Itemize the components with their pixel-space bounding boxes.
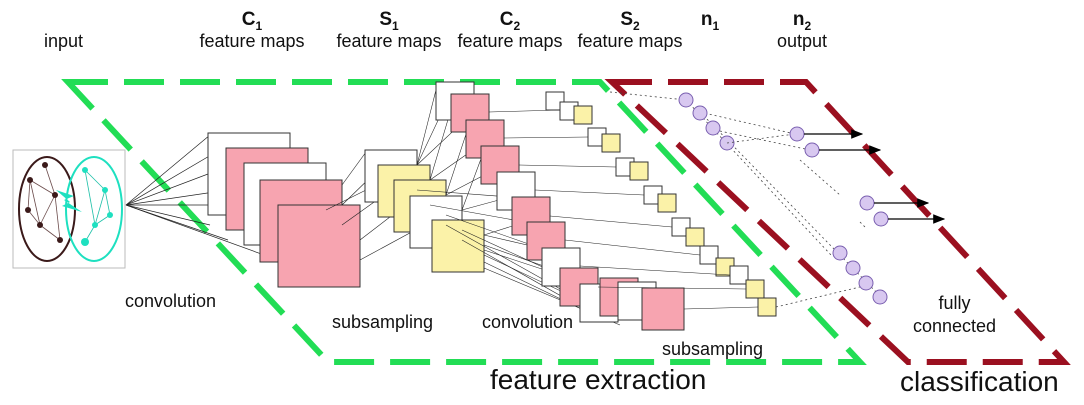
feature-extraction-label: feature extraction: [490, 364, 707, 395]
c2-header: C2 feature maps: [457, 9, 563, 52]
c1-header: C1 feature maps: [199, 9, 305, 52]
n1-neurons: [678, 92, 888, 305]
n2-output-neurons: [789, 126, 946, 227]
s1-feature-maps: [364, 149, 485, 273]
conv2-label: convolution: [482, 312, 574, 332]
sub2-label: subsampling: [662, 339, 764, 359]
c1-feature-maps: [207, 132, 361, 288]
n1-header: n1: [700, 9, 720, 33]
sub1-label: subsampling: [332, 312, 434, 332]
c2-to-s2-connections: [488, 109, 759, 310]
classification-region: [604, 79, 1071, 365]
n2-header: n2 output: [776, 9, 828, 52]
conv1-label: convolution: [125, 291, 217, 311]
feature-extraction-region: [61, 79, 867, 365]
fully-connected-label: fully connected: [913, 293, 997, 336]
n1-to-n2-connections: [726, 133, 867, 229]
classification-label: classification: [900, 366, 1059, 397]
s1-header: S1 feature maps: [336, 9, 442, 52]
s2-header: S2 feature maps: [577, 9, 683, 52]
input-label: input: [44, 31, 84, 51]
c2-feature-maps: [435, 81, 685, 331]
brain-network-icon: [12, 149, 126, 269]
